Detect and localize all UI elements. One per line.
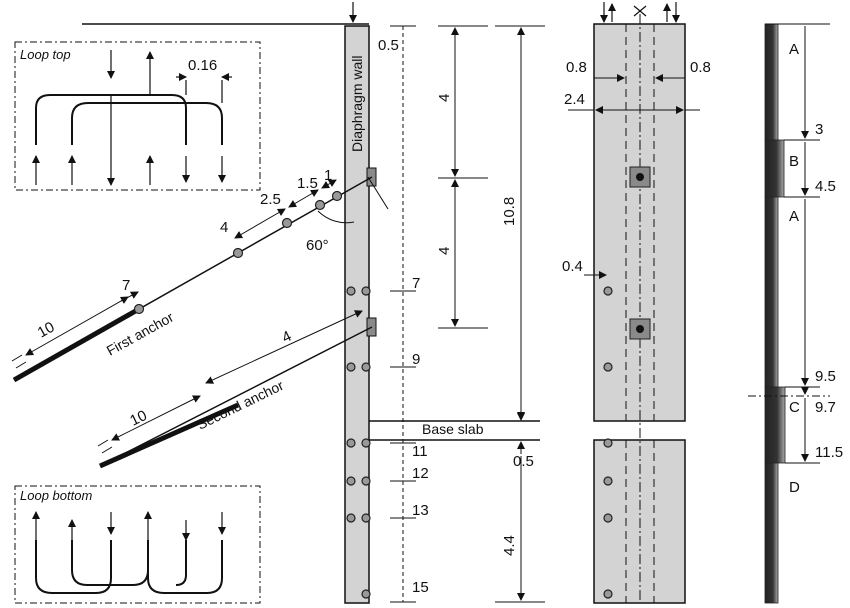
- excavation-depth-label: 10.8: [501, 197, 518, 226]
- slab-thickness-label: 0.5: [513, 453, 534, 470]
- profile-depth-3: 3: [815, 121, 823, 138]
- second-anchor-bond-length: 10: [127, 407, 149, 430]
- loop-bottom-strands: [35, 540, 223, 594]
- section-dim-right: 0.8: [690, 59, 711, 76]
- sensor-spacing-1: 1: [324, 167, 332, 184]
- second-anchor-tendon: [99, 326, 373, 467]
- loop-bottom-box: [14, 485, 261, 604]
- soil-profile-column: [764, 23, 786, 604]
- first-anchor-bond-length: 10: [35, 319, 58, 342]
- base-slab-label: Base slab: [422, 421, 484, 437]
- loop-top-arrows: [32, 50, 232, 186]
- loop-bottom-label: Loop bottom: [20, 488, 92, 503]
- first-anchor-sensor-offset: 7: [122, 277, 130, 294]
- angle-label: 60°: [306, 237, 329, 254]
- wall-depth-13: 13: [412, 502, 429, 519]
- wall-depth-ticks: [390, 25, 416, 603]
- wall-depth-15: 15: [412, 579, 429, 596]
- section-dim-left: 0.8: [566, 59, 587, 76]
- section-dim-width: 2.4: [564, 91, 585, 108]
- embedment-dims: [495, 408, 545, 603]
- section-dims: [568, 74, 700, 279]
- sensor-spacing-2-5: 2.5: [260, 191, 281, 208]
- profile-depth-11-5: 11.5: [815, 444, 843, 461]
- profile-zone-c: C: [789, 399, 800, 416]
- profile-zone-b: B: [789, 153, 799, 170]
- sensor-spacing-4: 4: [220, 219, 228, 236]
- section-sensors: [603, 286, 613, 599]
- first-anchor-angle-ref: [367, 176, 389, 210]
- excavation-depth-dim: [495, 25, 545, 420]
- profile-zone-a2: A: [789, 208, 799, 225]
- loop-top-strands: [35, 94, 223, 145]
- anchor-spacing-dims: [438, 25, 488, 329]
- soil-profile-dims: [748, 23, 830, 464]
- profile-depth-4-5: 4.5: [815, 178, 836, 195]
- sensor-spacing-1-5: 1.5: [297, 175, 318, 192]
- wall-depth-9: 9: [412, 351, 420, 368]
- loop-top-box: [14, 41, 261, 191]
- wall-top-offset-label: 0.5: [378, 37, 399, 54]
- loop-top-label: Loop top: [20, 47, 71, 62]
- second-anchor-dims: [97, 310, 363, 454]
- loop-bottom-arrows: [32, 511, 226, 541]
- wall-depth-12: 12: [412, 465, 429, 482]
- second-anchor-label: Second anchor: [194, 377, 286, 433]
- wall-label: Diaphragm wall: [349, 56, 365, 152]
- second-anchor-free-length: 4: [279, 328, 294, 347]
- embedment-depth-label: 4.4: [501, 535, 518, 556]
- first-anchor-bond-dim: [11, 296, 129, 369]
- first-anchor-label: First anchor: [104, 309, 177, 359]
- wall-depth-7: 7: [412, 275, 420, 292]
- profile-zone-a1: A: [789, 41, 799, 58]
- wall-depth-11: 11: [412, 443, 428, 460]
- angle-arc: [317, 210, 355, 224]
- loop-top-spacing: 0.16: [188, 57, 217, 74]
- anchor-spacing-1: 4: [436, 94, 453, 102]
- section-load-arrows: [600, 2, 680, 23]
- section-anchor-heads: [629, 166, 651, 340]
- profile-zone-d: D: [789, 479, 800, 496]
- profile-depth-9-5: 9.5: [815, 368, 836, 385]
- first-anchor-sensor-dims: [120, 179, 337, 302]
- profile-depth-9-7: 9.7: [815, 399, 836, 416]
- anchor-spacing-2: 4: [436, 247, 453, 255]
- section-dim-cover: 0.4: [562, 258, 583, 275]
